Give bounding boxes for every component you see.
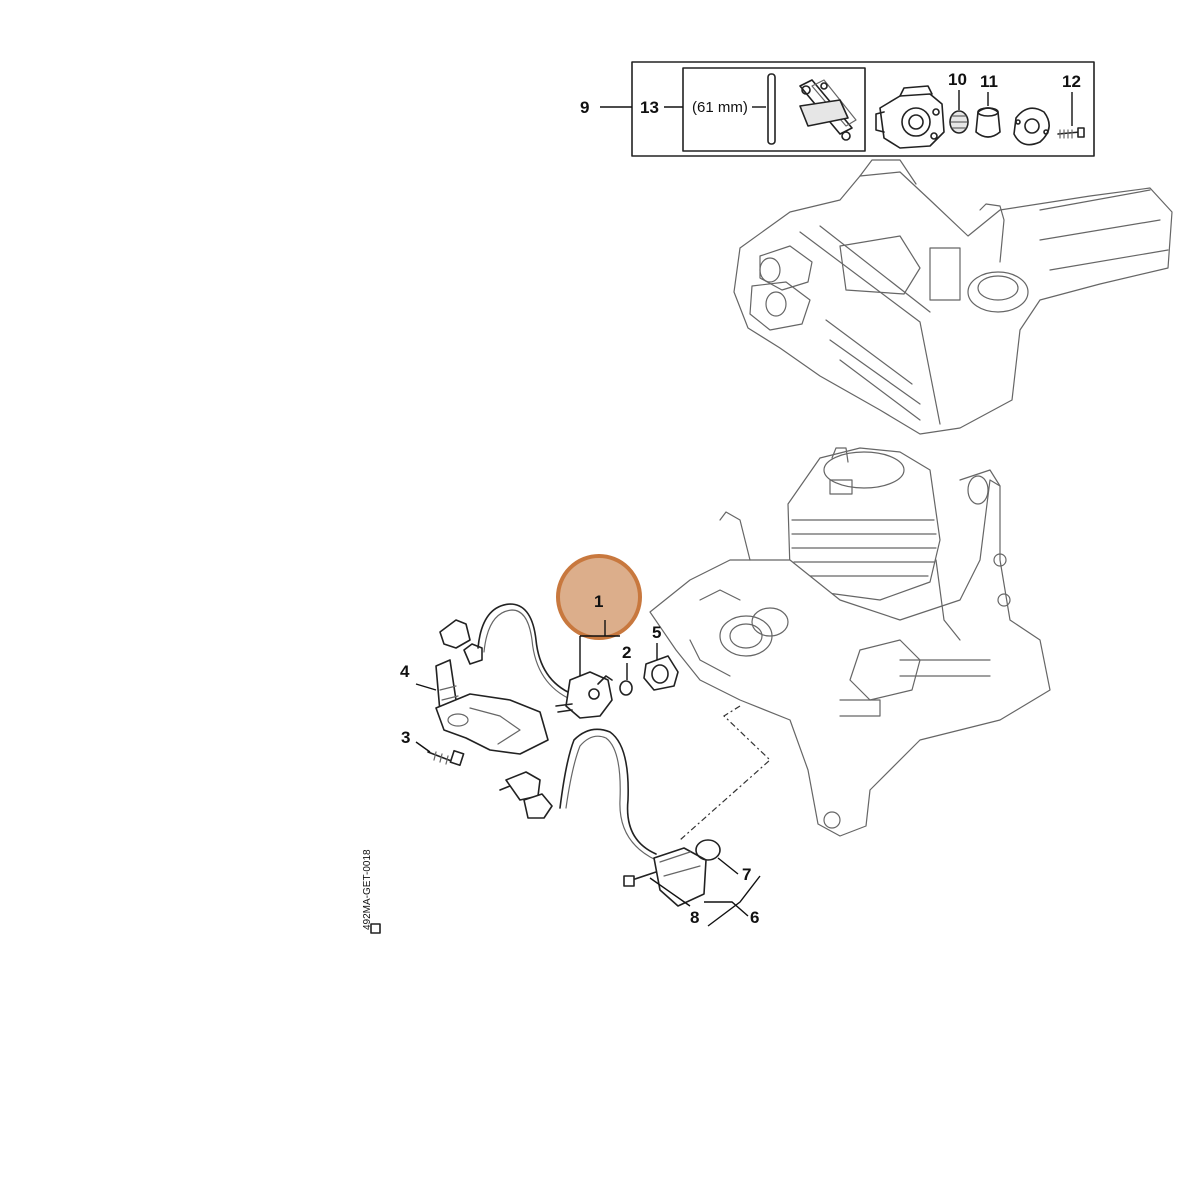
drawing-code-box bbox=[370, 923, 381, 934]
sensor-block-6 bbox=[653, 847, 707, 907]
o-ring-2 bbox=[619, 680, 633, 696]
connector-upper bbox=[439, 619, 471, 649]
leader-3 bbox=[415, 741, 431, 753]
callout-10: 10 bbox=[948, 70, 967, 89]
bracket-shell bbox=[435, 693, 549, 755]
callout-4: 4 bbox=[400, 662, 410, 681]
callout-7: 7 bbox=[742, 865, 751, 884]
kit-box: 9 13 (61 mm) 10 11 12 bbox=[580, 61, 1095, 157]
connector-lower bbox=[505, 771, 541, 801]
carburetor-icon bbox=[875, 85, 945, 149]
callout-3: 3 bbox=[401, 728, 410, 747]
assembly-link-line bbox=[679, 705, 771, 841]
callout-1: 1 bbox=[594, 592, 603, 611]
highlight-marker-1[interactable] bbox=[556, 554, 642, 640]
tube-length-label: (61 mm) bbox=[692, 99, 748, 116]
callout-2: 2 bbox=[622, 643, 631, 662]
leader-6 bbox=[704, 875, 761, 927]
callout-11: 11 bbox=[980, 72, 998, 91]
tube-icon bbox=[767, 73, 776, 145]
tube-assembly-icon bbox=[799, 79, 857, 141]
callout-9: 9 bbox=[580, 98, 589, 117]
seal-ring-7 bbox=[695, 839, 721, 861]
kit-box-frame bbox=[631, 61, 1095, 157]
drawing-code-text: 492MA-GET-0018 bbox=[362, 849, 373, 930]
tube-subbox-frame bbox=[682, 67, 866, 152]
leader-8 bbox=[649, 877, 691, 907]
screw-icon bbox=[1057, 127, 1085, 139]
engine-crankcase-drawing bbox=[649, 447, 1051, 837]
callout-5: 5 bbox=[652, 623, 661, 642]
carburetor-housing-drawing bbox=[733, 159, 1173, 435]
lower-callouts: 1 2 5 4 3 7 8 6 bbox=[400, 554, 761, 927]
filter-screen-icon bbox=[949, 110, 969, 134]
leader-7 bbox=[717, 857, 739, 875]
flange-5 bbox=[643, 655, 679, 691]
cap-icon bbox=[975, 107, 1001, 138]
callout-13: 13 bbox=[640, 98, 659, 117]
drawing-code: 492MA-GET-0018 bbox=[362, 849, 381, 934]
screw-8 bbox=[631, 871, 657, 881]
gasket-plate-icon bbox=[1013, 107, 1050, 146]
callout-8: 8 bbox=[690, 908, 699, 927]
callout-12: 12 bbox=[1062, 72, 1081, 91]
callout-6: 6 bbox=[750, 908, 759, 927]
leader-4 bbox=[415, 683, 437, 691]
sensor-harness-drawing bbox=[427, 603, 771, 907]
